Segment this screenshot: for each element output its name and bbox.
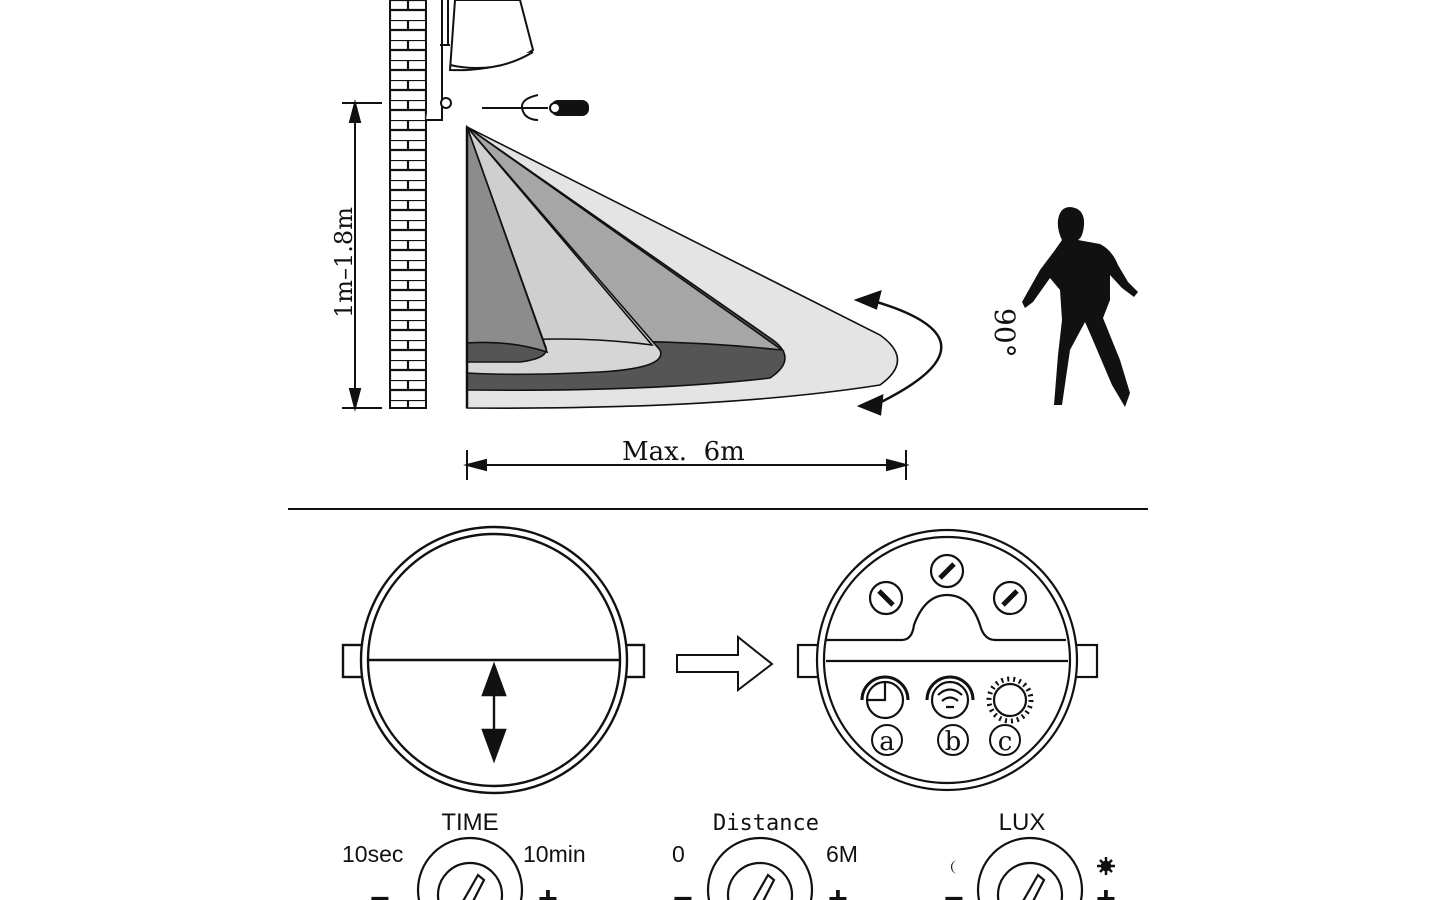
moon-icon <box>951 860 958 874</box>
person-silhouette <box>1022 207 1138 407</box>
screwdriver-icon <box>482 94 589 121</box>
range-label: Max. 6m <box>622 437 745 467</box>
angle-label: 90° <box>988 308 1021 358</box>
screw-icon <box>992 580 1028 616</box>
dial-letter-b: b <box>945 727 962 757</box>
dial-letter-c: c <box>998 727 1013 757</box>
sun-icon <box>1097 857 1115 875</box>
distance-minus: − <box>673 880 693 900</box>
lux-dial-icon <box>986 676 1034 724</box>
time-dial-icon <box>860 675 910 720</box>
range-dimension <box>463 450 910 480</box>
angle-arc-arrow <box>853 290 943 416</box>
screw-icon <box>868 580 904 616</box>
distance-dial[interactable]: Distance 0 6M − + <box>672 811 858 900</box>
open-arrow-icon <box>676 634 774 693</box>
brick-wall <box>389 0 427 409</box>
distance-title: Distance <box>713 811 819 836</box>
dial-letters <box>871 724 1021 756</box>
time-min-label: 10sec <box>342 841 403 867</box>
lux-title: LUX <box>999 809 1046 836</box>
time-max-label: 10min <box>523 841 586 867</box>
sensor-cover-closed <box>341 525 646 795</box>
distance-dial-icon <box>925 675 975 720</box>
screw-icon <box>929 553 965 589</box>
detection-zones <box>465 124 899 409</box>
lamp-fixture <box>426 0 535 121</box>
lux-dial[interactable]: LUX − + <box>944 809 1116 900</box>
lux-minus: − <box>944 880 964 900</box>
height-dimension <box>342 99 382 412</box>
time-title: TIME <box>441 809 498 836</box>
time-minus: − <box>370 880 390 900</box>
height-label: 1m–1.8m <box>330 207 358 318</box>
lux-plus: + <box>1096 880 1116 900</box>
distance-min-label: 0 <box>672 841 685 867</box>
time-dial[interactable]: TIME 10sec 10min − + <box>342 809 586 900</box>
distance-max-label: 6M <box>826 841 858 867</box>
time-plus: + <box>538 880 558 900</box>
dial-letter-a: a <box>879 727 895 757</box>
distance-plus: + <box>828 880 848 900</box>
